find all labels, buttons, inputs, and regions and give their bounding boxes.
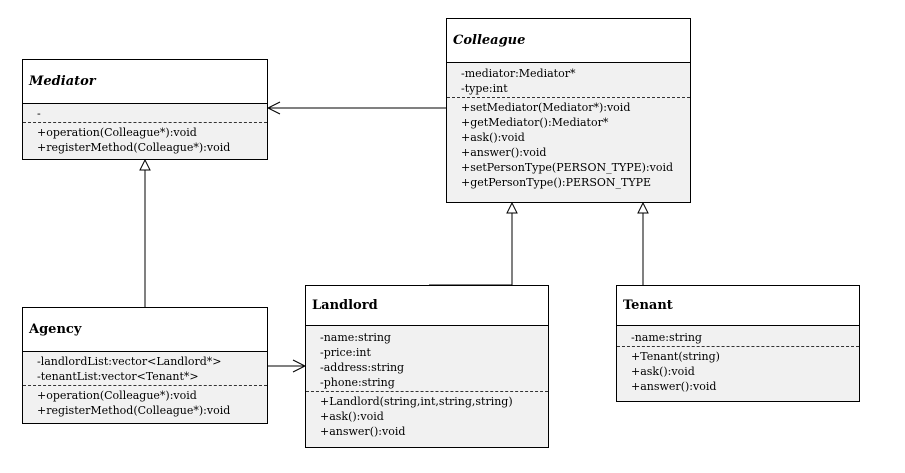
- class-mediator-name: Mediator: [23, 60, 267, 104]
- class-landlord-attributes: -name:string -price:int -address:string …: [306, 326, 548, 390]
- operation: +getPersonType():PERSON_TYPE: [461, 176, 652, 189]
- operation: +ask():void: [320, 410, 384, 423]
- class-colleague[interactable]: Colleague -mediator:Mediator* -type:int …: [446, 18, 691, 203]
- attribute: -address:string: [320, 361, 405, 374]
- attribute: -name:string: [631, 331, 702, 344]
- association-arrowhead: [266, 101, 281, 115]
- class-tenant-operations: +Tenant(string) +ask():void +answer():vo…: [617, 349, 859, 394]
- class-landlord[interactable]: Landlord -name:string -price:int -addres…: [305, 285, 549, 448]
- class-agency-attributes: -landlordList:vector<Landlord*> -tenantL…: [23, 352, 267, 384]
- attribute: -landlordList:vector<Landlord*>: [37, 355, 222, 368]
- operation: +operation(Colleague*):void: [37, 126, 197, 139]
- section-divider: [447, 97, 690, 98]
- operation: +Tenant(string): [631, 350, 720, 363]
- attribute: -name:string: [320, 331, 391, 344]
- operation: +Landlord(string,int,string,string): [320, 395, 513, 408]
- generalization-landlord-colleague: [429, 213, 513, 286]
- operation: +setPersonType(PERSON_TYPE):void: [461, 161, 674, 174]
- generalization-arrowhead: [506, 201, 518, 214]
- class-mediator-attributes: -: [23, 104, 267, 121]
- attribute: -phone:string: [320, 376, 395, 389]
- generalization-arrowhead: [637, 201, 649, 214]
- class-mediator[interactable]: Mediator - +operation(Colleague*):void +…: [22, 59, 268, 160]
- operation: +ask():void: [461, 131, 525, 144]
- attribute: -: [37, 107, 41, 120]
- operation: +answer():void: [461, 146, 547, 159]
- section-divider: [23, 122, 267, 123]
- operation: +registerMethod(Colleague*):void: [37, 141, 231, 154]
- operation: +registerMethod(Colleague*):void: [37, 404, 231, 417]
- class-agency[interactable]: Agency -landlordList:vector<Landlord*> -…: [22, 307, 268, 424]
- class-tenant[interactable]: Tenant -name:string +Tenant(string) +ask…: [616, 285, 860, 402]
- operation: +answer():void: [631, 380, 717, 393]
- section-divider: [617, 346, 859, 347]
- class-tenant-attributes: -name:string: [617, 326, 859, 345]
- class-colleague-name: Colleague: [447, 19, 690, 63]
- attribute: -tenantList:vector<Tenant*>: [37, 370, 199, 383]
- class-mediator-operations: +operation(Colleague*):void +registerMet…: [23, 125, 267, 155]
- operation: +ask():void: [631, 365, 695, 378]
- class-tenant-name: Tenant: [617, 286, 859, 326]
- attribute: -mediator:Mediator*: [461, 67, 576, 80]
- section-divider: [23, 385, 267, 386]
- operation: +getMediator():Mediator*: [461, 116, 609, 129]
- operation: +operation(Colleague*):void: [37, 389, 197, 402]
- class-landlord-name: Landlord: [306, 286, 548, 326]
- class-colleague-attributes: -mediator:Mediator* -type:int: [447, 63, 690, 96]
- attribute: -type:int: [461, 82, 508, 95]
- class-colleague-operations: +setMediator(Mediator*):void +getMediato…: [447, 100, 690, 190]
- generalization-arrowhead: [139, 158, 151, 171]
- class-agency-operations: +operation(Colleague*):void +registerMet…: [23, 388, 267, 418]
- attribute: -price:int: [320, 346, 371, 359]
- operation: +setMediator(Mediator*):void: [461, 101, 631, 114]
- class-agency-name: Agency: [23, 308, 267, 352]
- operation: +answer():void: [320, 425, 406, 438]
- section-divider: [306, 391, 548, 392]
- class-landlord-operations: +Landlord(string,int,string,string) +ask…: [306, 394, 548, 439]
